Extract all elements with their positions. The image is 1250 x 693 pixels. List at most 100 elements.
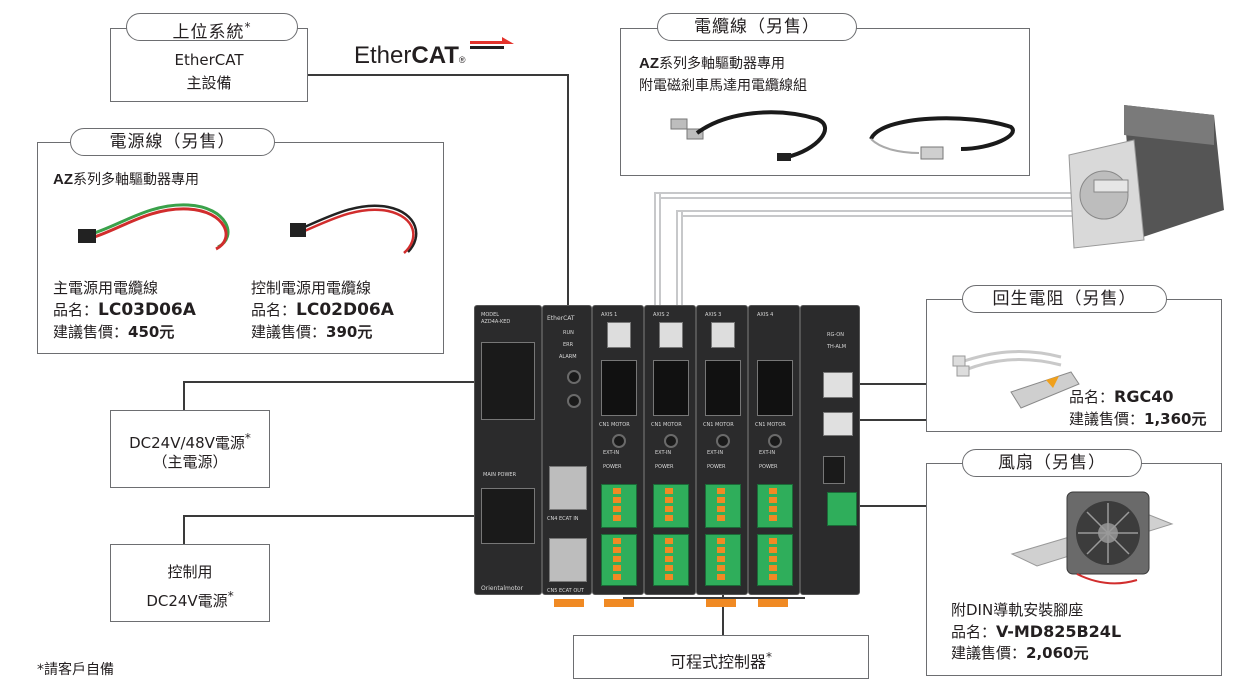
main-cable-title: 主電源用電纜線 <box>53 279 159 297</box>
axis-3-brake-connector <box>711 322 735 348</box>
th-alm-label: TH-ALM <box>827 344 847 350</box>
ecat-out-label: CN5 ECAT OUT <box>547 588 584 594</box>
alarm-label: ALARM <box>559 354 577 360</box>
control-power-connector <box>481 488 535 544</box>
asterisk: * <box>244 431 251 445</box>
fan-name-value: V-MD825B24L <box>996 622 1122 641</box>
ethercat-in-port[interactable] <box>549 466 587 510</box>
ecat-in-label: CN4 ECAT IN <box>547 516 579 522</box>
motor-cable-image-2 <box>869 116 1015 160</box>
brand-label: Orientalmotor <box>481 585 524 592</box>
regen-connector-1[interactable] <box>823 372 853 398</box>
fan-box: 附DIN導軌安裝腳座 品名：V-MD825B24L 建議售價：2,060元 <box>926 463 1222 676</box>
regen-resistor-image <box>952 350 1080 409</box>
ethercat-logo-mark: ® <box>458 55 466 65</box>
rg-on-label: RG-ON <box>827 332 844 338</box>
axis-2-motor-connector[interactable] <box>653 360 689 416</box>
control-cable-price-value: 390元 <box>326 323 373 341</box>
address-switch-2[interactable] <box>567 394 581 408</box>
address-switch-1[interactable] <box>567 370 581 384</box>
axis-4-ext-in-knob[interactable] <box>768 434 782 448</box>
control-cable-name-value: LC02D06A <box>296 300 394 320</box>
din-clip <box>604 599 634 607</box>
fan-connector[interactable] <box>823 456 845 484</box>
stepper-motor-image <box>1068 105 1224 249</box>
control-power-line2: DC24V電源 <box>146 592 228 610</box>
plc-line-v <box>722 587 724 635</box>
axis-1-brake-connector <box>607 322 631 348</box>
motor-series-prefix: AZ <box>639 55 659 72</box>
motor-cable-image-1 <box>670 110 827 161</box>
axis-1-motor-connector[interactable] <box>601 360 637 416</box>
regen-resistor-title: 回生電阻（另售） <box>992 289 1137 309</box>
fan-tab: 風扇（另售） <box>962 449 1142 477</box>
axis-2-motor-label: CN1 MOTOR <box>651 422 682 428</box>
axis-3-ext-in-label: EXT-IN <box>707 450 724 456</box>
control-power-line-v <box>183 515 185 545</box>
control-power-cable-image <box>290 204 418 254</box>
ethercat-arrow-icon <box>470 37 514 49</box>
din-clip <box>706 599 736 607</box>
power-series-prefix: AZ <box>53 171 73 188</box>
axis-4-power-label: POWER <box>759 464 778 470</box>
regen-line-2 <box>860 419 928 421</box>
host-system-tab: 上位系統* <box>126 13 298 43</box>
motor-series-rest: 系列多軸驅動器專用 <box>659 56 785 72</box>
axis-module-1: AXIS 1 CN1 MOTOR EXT-IN POWER <box>592 305 644 595</box>
ethercat-module: EtherCAT RUN ERR ALARM CN4 ECAT IN CN5 E… <box>542 305 592 595</box>
axis-1-ext-in-knob[interactable] <box>612 434 626 448</box>
axis-2-label: AXIS 2 <box>653 312 670 318</box>
asterisk: * <box>766 650 772 664</box>
run-label: RUN <box>563 330 574 336</box>
axis-4-motor-label: CN1 MOTOR <box>755 422 786 428</box>
ethercat-logo-suffix: CAT <box>411 42 459 69</box>
plc-line-h <box>623 597 805 599</box>
axis-1-ext-in-label: EXT-IN <box>603 450 620 456</box>
main-power-line1: DC24V/48V電源 <box>129 434 245 452</box>
axis-2-brake-connector <box>659 322 683 348</box>
regen-resistor-box: 品名：RGC40 建議售價：1,360元 <box>926 299 1222 432</box>
axis-2-ext-in-label: EXT-IN <box>655 450 672 456</box>
axis-3-motor-label: CN1 MOTOR <box>703 422 734 428</box>
axis-4-motor-connector[interactable] <box>757 360 793 416</box>
host-system-title: 上位系統 <box>172 22 245 43</box>
axis-module-3: AXIS 3 CN1 MOTOR EXT-IN POWER <box>696 305 748 595</box>
din-clip <box>554 599 584 607</box>
main-power-line <box>183 381 475 383</box>
control-cable-name-label: 品名： <box>251 301 297 319</box>
host-system-line1: EtherCAT <box>174 51 244 69</box>
plc-box: 可程式控制器* <box>573 635 869 679</box>
ethercat-logo: EtherCAT® <box>354 42 466 72</box>
din-clip <box>758 599 788 607</box>
asterisk: * <box>227 589 234 603</box>
main-cable-price-label: 建議售價： <box>53 323 129 341</box>
axis-3-motor-connector[interactable] <box>705 360 741 416</box>
fan-title: 風扇（另售） <box>998 453 1106 473</box>
main-power-box: DC24V/48V電源* （主電源） <box>110 410 270 488</box>
axis-2-power-label: POWER <box>655 464 674 470</box>
host-system-line2: 主設備 <box>186 74 232 92</box>
ethercat-module-label: EtherCAT <box>547 315 575 322</box>
fan-terminal[interactable] <box>827 492 857 526</box>
regen-name-value: RGC40 <box>1114 387 1174 406</box>
axis-1-power-label: POWER <box>603 464 622 470</box>
power-cable-box: AZ系列多軸驅動器專用 主電源用電纜線 品名：LC03D06A 建議售價：450… <box>37 142 444 354</box>
axis-3-ext-in-knob[interactable] <box>716 434 730 448</box>
regen-price-value: 1,360元 <box>1144 410 1207 428</box>
main-power-line2: （主電源） <box>152 453 228 471</box>
motor-cable-title: 電纜線（另售） <box>694 17 820 37</box>
axis-3-label: AXIS 3 <box>705 312 722 318</box>
fan-line <box>860 505 928 507</box>
ethercat-out-port[interactable] <box>549 538 587 582</box>
model-number: AZD4A-KED <box>481 319 511 325</box>
ethercat-logo-prefix: Ether <box>354 42 412 69</box>
fan-line1: 附DIN導軌安裝腳座 <box>951 601 1084 619</box>
axis-2-ext-in-knob[interactable] <box>664 434 678 448</box>
asterisk: * <box>244 20 252 34</box>
control-cable-title: 控制電源用電纜線 <box>251 279 372 297</box>
regen-connector-2[interactable] <box>823 412 853 436</box>
main-cable-name-value: LC03D06A <box>98 300 196 320</box>
axis-4-label: AXIS 4 <box>757 312 774 318</box>
regen-line-1 <box>855 383 928 385</box>
control-cable-price-label: 建議售價： <box>251 323 327 341</box>
